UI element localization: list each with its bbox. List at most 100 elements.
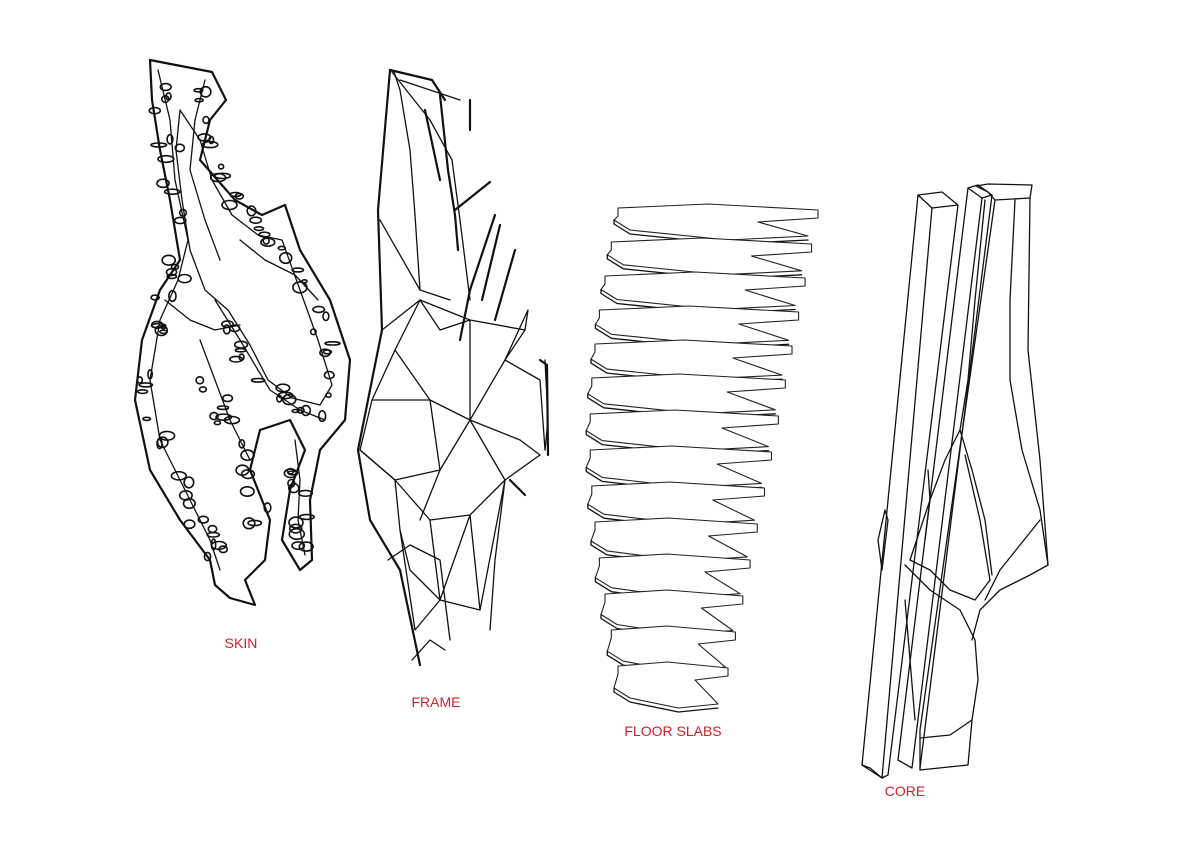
floor-slab bbox=[587, 373, 786, 415]
skin-perforation bbox=[323, 370, 335, 380]
skin-perforation bbox=[150, 322, 167, 329]
skin-perforation bbox=[214, 172, 232, 180]
skin-perforation bbox=[288, 516, 304, 529]
skin-perforation bbox=[300, 404, 312, 417]
skin-perforation bbox=[156, 436, 169, 449]
skin-perforation bbox=[182, 497, 196, 510]
skin-perforation bbox=[217, 163, 225, 170]
skin-perforation bbox=[157, 154, 175, 164]
skin-perforation bbox=[163, 188, 181, 195]
skin-perforation bbox=[136, 389, 149, 395]
skin-perforation bbox=[138, 382, 154, 388]
skin-perforation bbox=[201, 140, 219, 149]
floor-slab bbox=[590, 517, 758, 562]
skin-perforation bbox=[263, 502, 272, 514]
skin-perforation bbox=[325, 392, 332, 398]
skin-perforation bbox=[170, 470, 188, 481]
skin-perforation bbox=[288, 523, 303, 534]
floor-slabs-component bbox=[585, 203, 819, 713]
floor-slab bbox=[613, 661, 729, 709]
skin-perforation bbox=[312, 305, 326, 314]
skin-perforation bbox=[198, 386, 208, 393]
skin-perforation bbox=[277, 245, 287, 251]
skin-perforation bbox=[322, 311, 330, 322]
skin-perforation bbox=[183, 476, 195, 489]
skin-perforation bbox=[167, 289, 177, 303]
skin-perforation bbox=[283, 468, 298, 479]
skin-perforation bbox=[318, 410, 327, 423]
floor-slab bbox=[600, 589, 744, 636]
floor-slab bbox=[594, 305, 800, 345]
skin-perforation bbox=[298, 541, 314, 552]
skin-perforation bbox=[209, 411, 219, 421]
skin-perforation bbox=[156, 178, 170, 189]
skin-perforation bbox=[165, 92, 172, 101]
floor-slab bbox=[590, 339, 793, 380]
skin-perforation bbox=[287, 470, 299, 476]
skin-perforation bbox=[246, 205, 257, 217]
skin-perforation bbox=[238, 438, 246, 449]
skin-perforation bbox=[177, 273, 192, 284]
skin-perforation bbox=[206, 531, 221, 538]
skin-perforation bbox=[150, 142, 168, 148]
floor-slab bbox=[585, 445, 773, 488]
skin-perforation bbox=[173, 216, 187, 225]
skin-perforation bbox=[324, 340, 341, 346]
skin-perforation bbox=[278, 251, 293, 265]
skin-perforation bbox=[240, 449, 255, 462]
skin-perforation bbox=[166, 273, 178, 280]
skin-perforation bbox=[258, 231, 271, 238]
skin-perforation bbox=[291, 408, 300, 414]
skin-perforation bbox=[242, 517, 256, 530]
skin-perforation bbox=[291, 541, 306, 551]
skin-perforation bbox=[195, 375, 205, 385]
skin-perforation bbox=[253, 226, 265, 232]
frame-component bbox=[356, 68, 550, 667]
skin-perforation bbox=[309, 328, 317, 336]
skin-perforation bbox=[288, 527, 306, 541]
floor-slab bbox=[594, 553, 751, 599]
skin-perforation bbox=[197, 133, 212, 142]
skin-perforation bbox=[218, 545, 229, 554]
label-frame: FRAME bbox=[412, 694, 461, 710]
skin-perforation bbox=[178, 208, 188, 217]
core-component bbox=[861, 183, 1049, 779]
skin-perforation bbox=[229, 355, 244, 363]
skin-perforation bbox=[194, 97, 204, 103]
skin-perforation bbox=[291, 267, 305, 273]
skin-perforation bbox=[148, 106, 162, 115]
skin-perforation bbox=[234, 347, 247, 353]
skin-perforation bbox=[213, 420, 222, 426]
skin-perforation bbox=[166, 133, 174, 145]
skin-perforation bbox=[203, 551, 212, 562]
floor-slab bbox=[585, 409, 779, 452]
label-core: CORE bbox=[885, 783, 925, 799]
skin-perforation bbox=[221, 199, 238, 211]
floor-slab bbox=[613, 203, 819, 241]
skin-perforation bbox=[221, 320, 235, 329]
skin-perforation bbox=[193, 87, 204, 93]
skin-perforation bbox=[292, 281, 308, 294]
skin-perforation bbox=[170, 263, 180, 271]
skin-perforation bbox=[287, 482, 300, 494]
skin-perforation bbox=[250, 377, 266, 383]
skin-perforation bbox=[202, 115, 210, 125]
skin-perforation bbox=[275, 383, 291, 393]
skin-component bbox=[133, 58, 352, 607]
skin-perforation bbox=[222, 394, 234, 403]
floor-slab bbox=[587, 481, 766, 525]
skin-perforation bbox=[297, 489, 314, 497]
skin-perforation bbox=[161, 254, 177, 266]
label-skin: SKIN bbox=[225, 635, 258, 651]
skin-perforation bbox=[239, 485, 255, 497]
skin-perforation bbox=[207, 524, 218, 534]
skin-perforation bbox=[142, 416, 152, 422]
floor-slab bbox=[606, 237, 813, 276]
skin-perforation bbox=[281, 393, 297, 406]
skin-perforation bbox=[222, 324, 231, 335]
skin-perforation bbox=[223, 415, 241, 425]
skin-perforation bbox=[136, 376, 144, 384]
skin-perforation bbox=[249, 216, 263, 224]
floor-slab-edge bbox=[613, 687, 719, 713]
